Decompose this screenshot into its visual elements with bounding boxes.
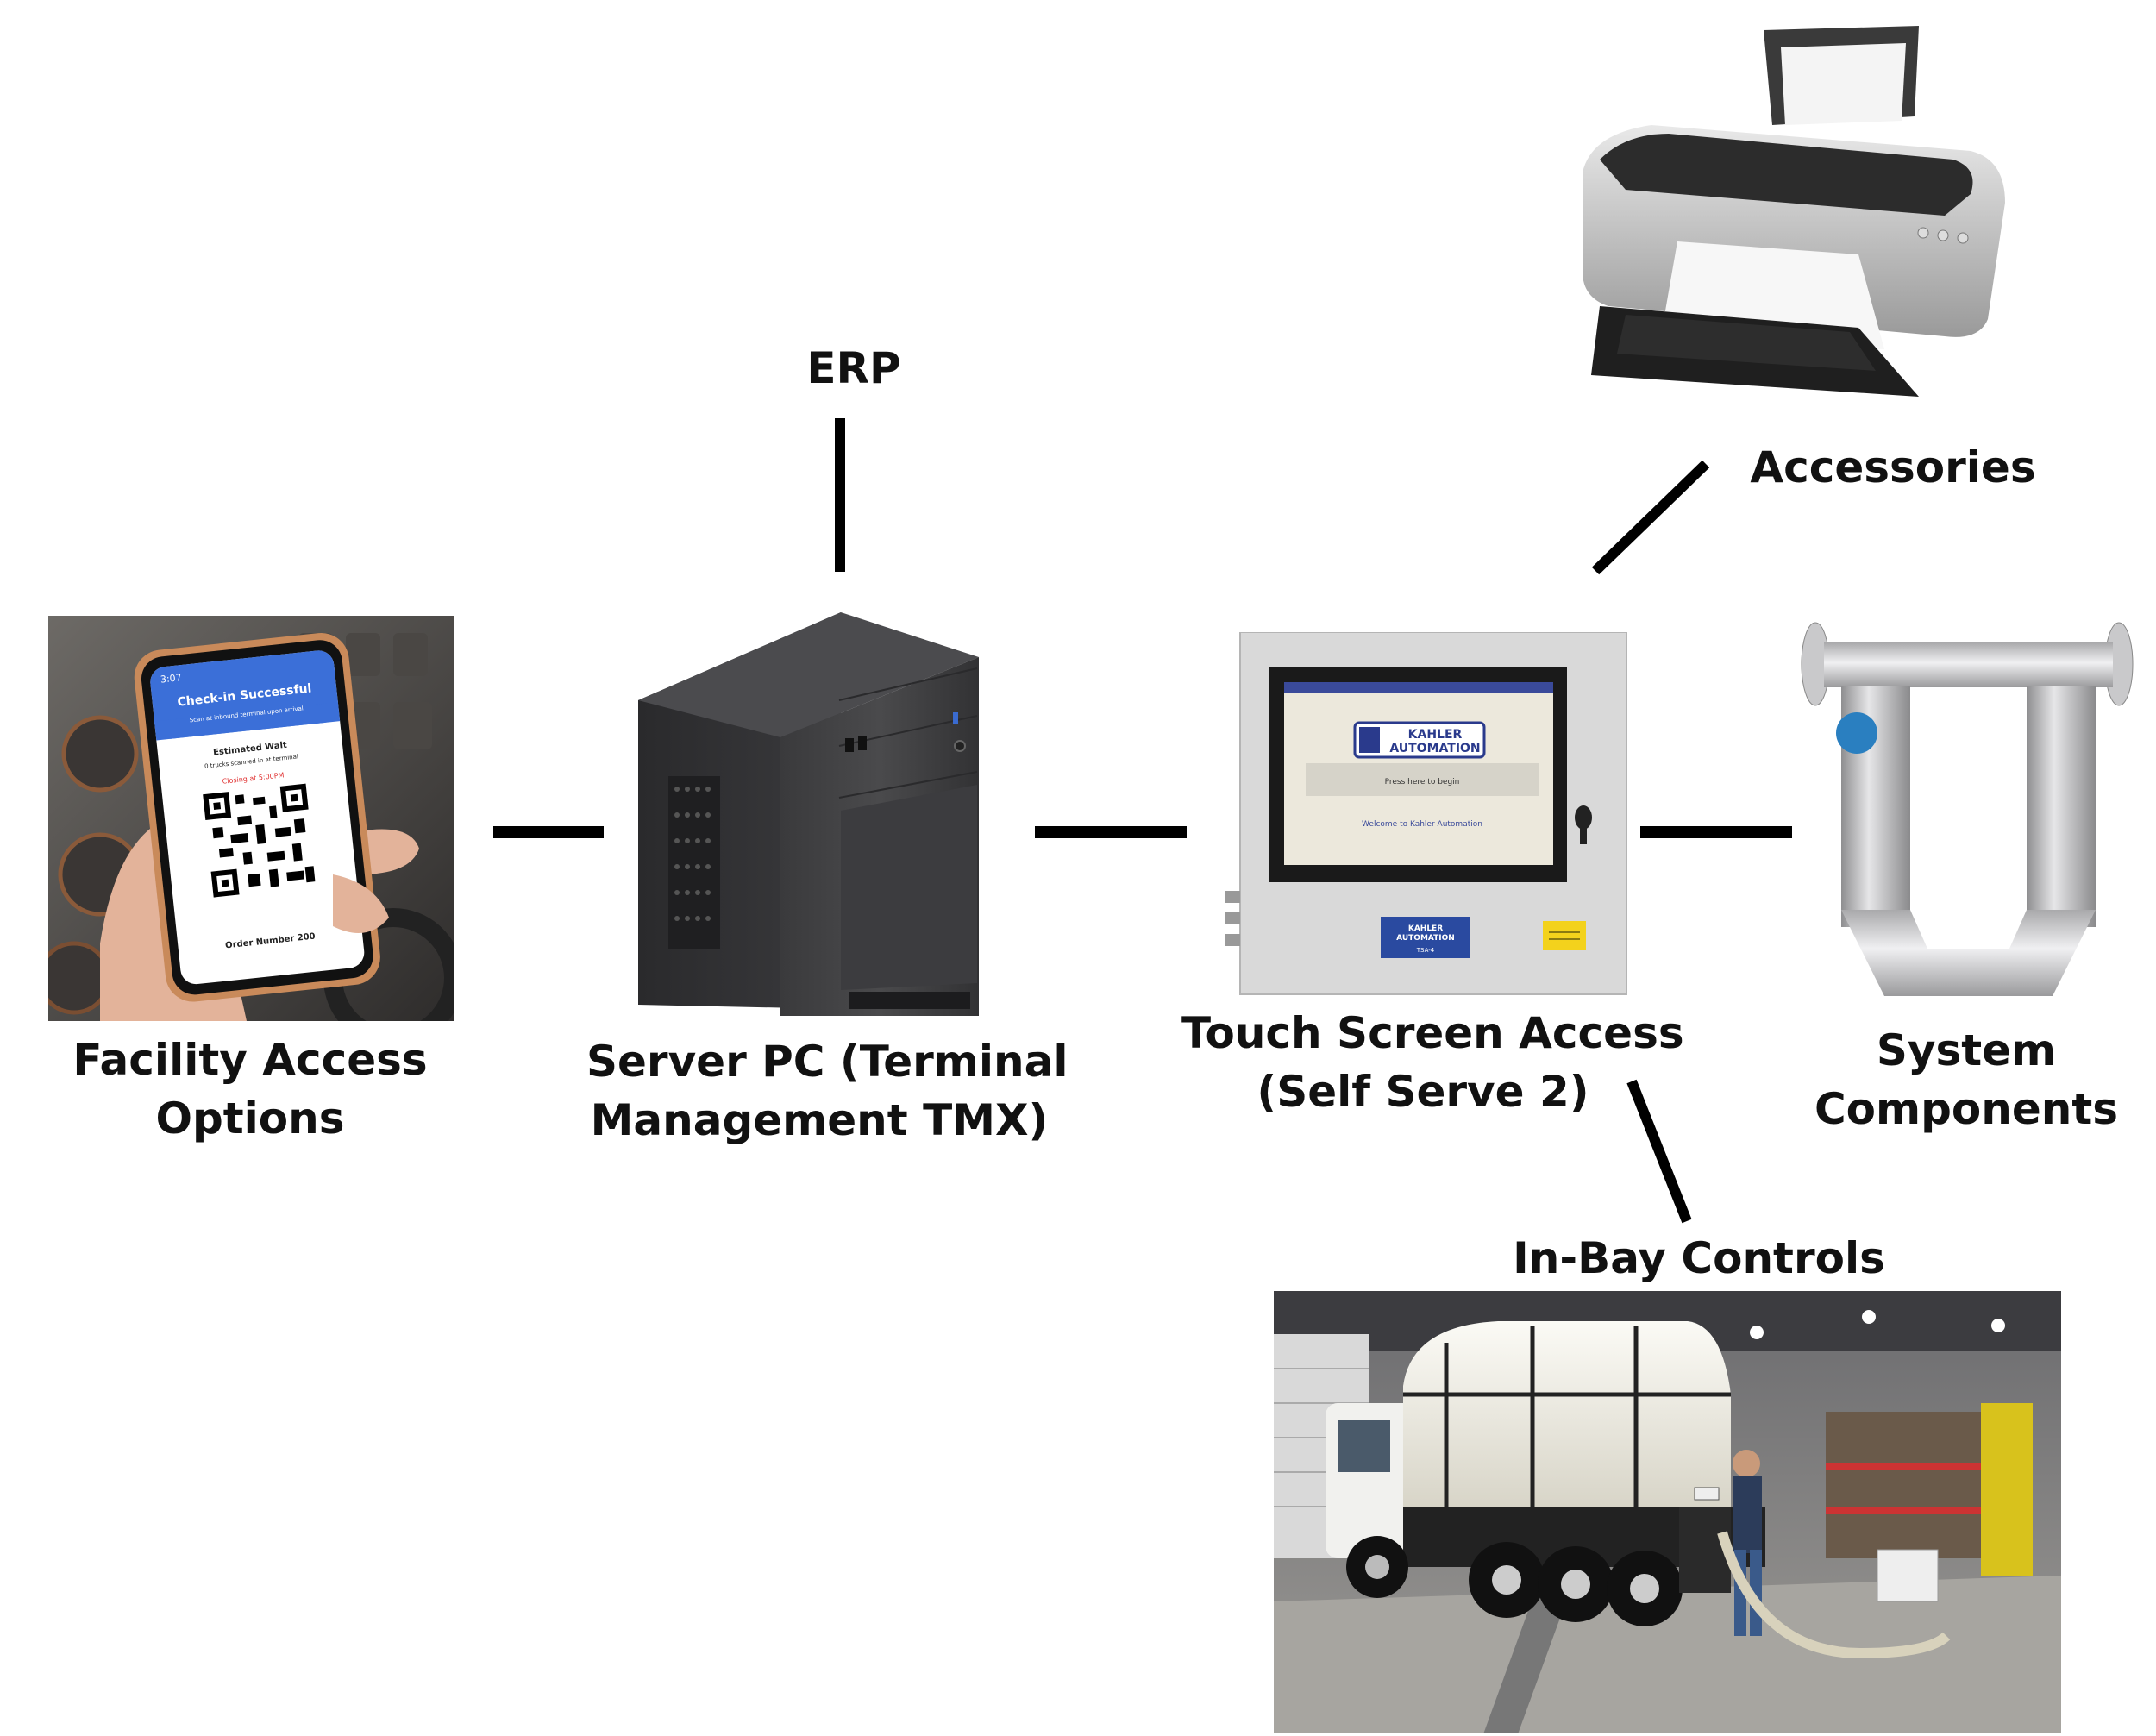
system-components-label: System Components bbox=[1794, 1021, 2139, 1138]
in-bay-controls-label: In-Bay Controls bbox=[1501, 1229, 1897, 1288]
connector-server-touchscreen bbox=[1035, 826, 1187, 838]
touch-screen-label-line2: (Self Serve 2) bbox=[1181, 1062, 1664, 1121]
kiosk-begin-text: Press here to begin bbox=[1385, 778, 1460, 787]
kiosk-logo-line2: AUTOMATION bbox=[1389, 742, 1480, 755]
connector-touchscreen-inbay bbox=[1621, 1076, 1699, 1231]
system-components-label-line2: Components bbox=[1794, 1080, 2139, 1138]
qr-code-icon bbox=[203, 784, 317, 898]
kiosk-logo-line1: KAHLER bbox=[1408, 728, 1463, 742]
kiosk-welcome-text: Welcome to Kahler Automation bbox=[1362, 820, 1482, 829]
erp-label: ERP bbox=[776, 339, 931, 398]
system-components-label-line1: System bbox=[1794, 1021, 2139, 1080]
flow-meter-image bbox=[1798, 617, 2139, 1022]
server-pc-label-line2: Management TMX) bbox=[586, 1091, 1052, 1150]
connector-erp-server bbox=[835, 418, 845, 572]
server-pc-label: Server PC (Terminal Management TMX) bbox=[586, 1032, 1052, 1150]
touch-screen-label-line1: Touch Screen Access bbox=[1181, 1004, 1664, 1062]
connector-touchscreen-accessories bbox=[1587, 457, 1716, 578]
facility-access-label: Facility Access Options bbox=[52, 1031, 448, 1148]
in-bay-controls-photo bbox=[1274, 1291, 2061, 1733]
touch-screen-kiosk-image: KAHLER AUTOMATION Press here to begin We… bbox=[1221, 632, 1628, 999]
kiosk-badge-model: TSA-4 bbox=[1416, 947, 1435, 954]
server-pc-label-line1: Server PC (Terminal bbox=[586, 1032, 1052, 1091]
printer-image bbox=[1574, 22, 2014, 418]
phone-time: 3:07 bbox=[160, 672, 182, 686]
server-pc-image bbox=[634, 604, 979, 1026]
facility-access-label-line2: Options bbox=[52, 1089, 448, 1148]
accessories-label: Accessories bbox=[1738, 438, 2048, 497]
connector-touchscreen-components bbox=[1640, 826, 1792, 838]
meter-cap-icon bbox=[1836, 712, 1877, 754]
connector-facility-server bbox=[493, 826, 604, 838]
warning-label-icon bbox=[1543, 921, 1586, 950]
vent-grille bbox=[668, 776, 720, 949]
kiosk-badge-line1: KAHLER bbox=[1408, 924, 1443, 933]
facility-access-label-line1: Facility Access bbox=[52, 1031, 448, 1089]
power-button-icon bbox=[955, 741, 965, 751]
kiosk-badge-line2: AUTOMATION bbox=[1396, 934, 1455, 943]
facility-access-photo: 3:07 Check-in Successful Scan at inbound… bbox=[48, 616, 454, 1021]
touch-screen-label: Touch Screen Access (Self Serve 2) bbox=[1181, 1004, 1664, 1121]
